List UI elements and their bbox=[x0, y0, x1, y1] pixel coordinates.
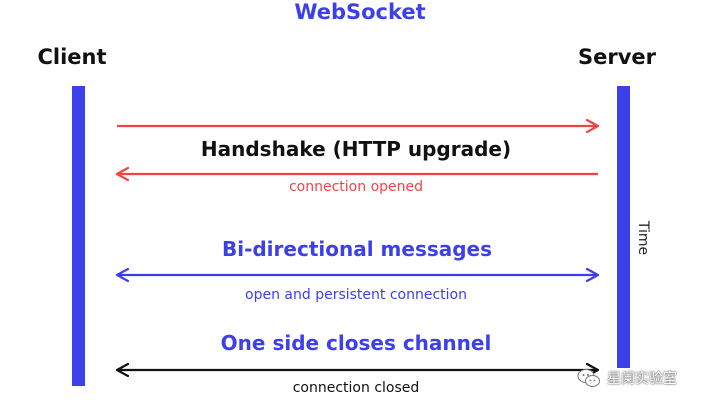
handshake-label: Handshake (HTTP upgrade) bbox=[200, 137, 512, 161]
client-lifeline bbox=[72, 86, 85, 386]
bidirectional-label: Bi-directional messages bbox=[221, 237, 493, 261]
connection-opened-label: connection opened bbox=[288, 179, 424, 195]
watermark-text: 星阑实验室 bbox=[607, 371, 677, 387]
connection-closed-label: connection closed bbox=[292, 380, 420, 396]
watermark: 星阑实验室 bbox=[577, 366, 677, 390]
diagram-title: WebSocket bbox=[294, 0, 426, 24]
client-label: Client bbox=[37, 45, 107, 69]
one-side-closes-label: One side closes channel bbox=[220, 331, 492, 355]
chat-bubbles-icon bbox=[577, 366, 601, 390]
server-label: Server bbox=[577, 45, 657, 69]
server-lifeline bbox=[617, 86, 630, 368]
time-axis-label: Time bbox=[635, 220, 651, 256]
persistent-connection-label: open and persistent connection bbox=[245, 287, 467, 303]
